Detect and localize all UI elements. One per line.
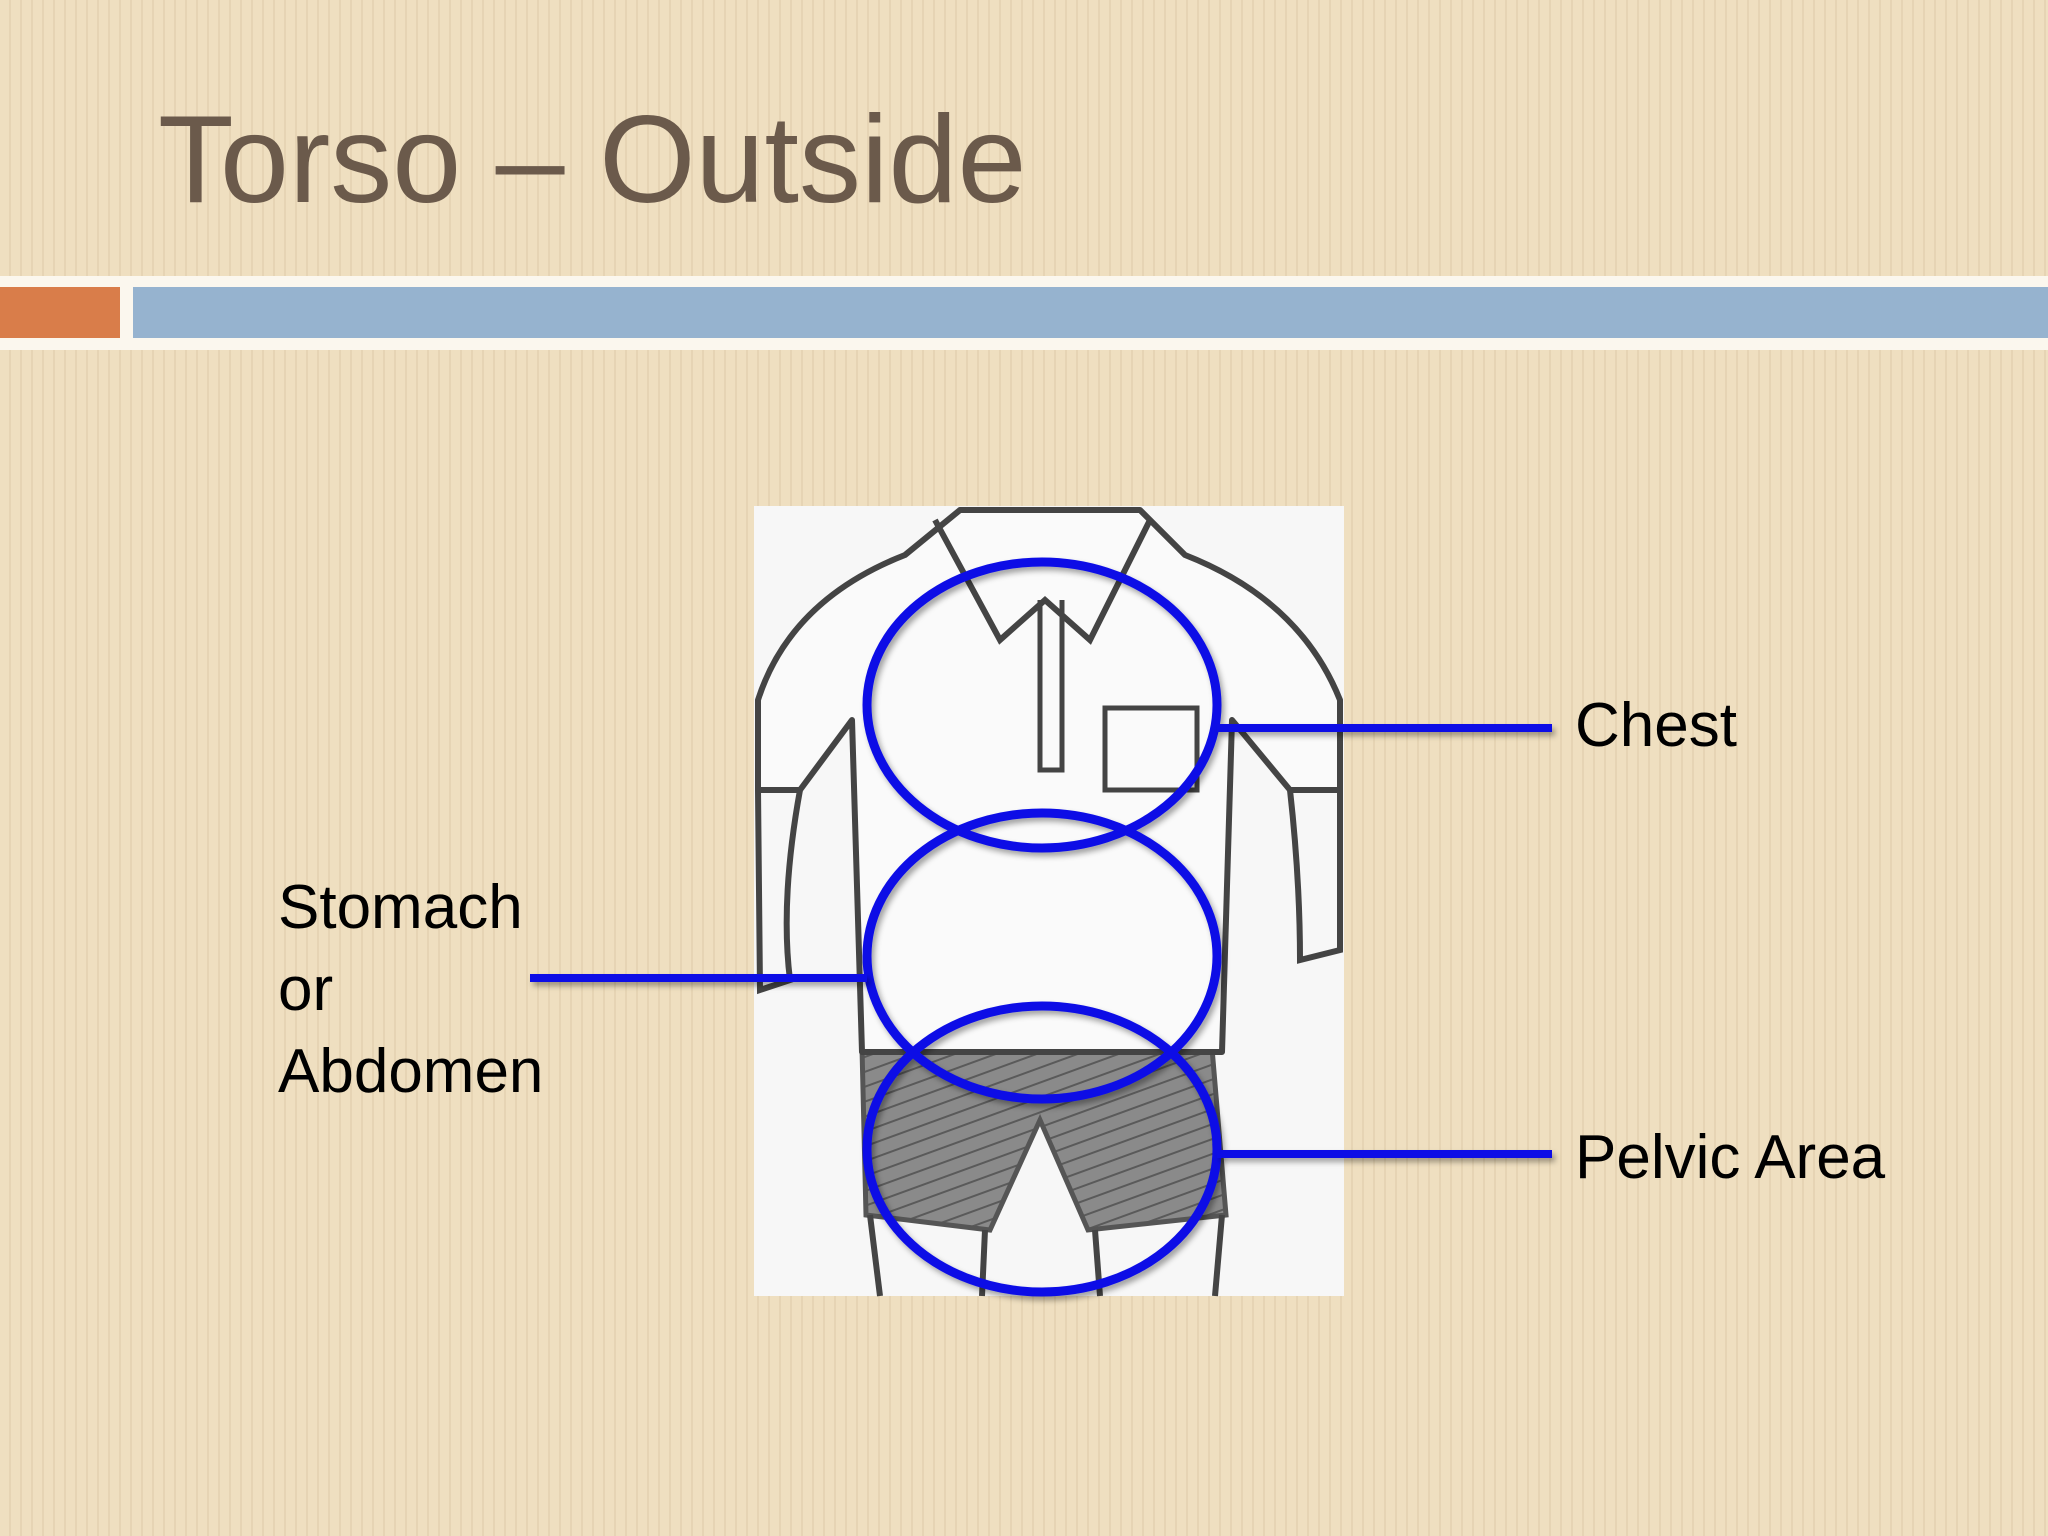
slide-title: Torso – Outside [158, 91, 1027, 229]
callout-ellipses [862, 557, 1222, 1297]
shirt-pocket [1102, 705, 1200, 793]
shirt [755, 507, 1343, 1055]
stomach-label-line-2: or [278, 955, 334, 1024]
pelvic-ellipse [862, 1001, 1222, 1297]
torso-illustration [754, 506, 1344, 1297]
shirt-placket [1037, 600, 1065, 773]
shirt-collar [932, 518, 1153, 645]
leader-lines [530, 724, 1552, 1158]
stomach-label-line-1: Stomach [278, 873, 523, 942]
chest-ellipse [862, 557, 1222, 853]
pelvic-area-label: Pelvic Area [1575, 1123, 1886, 1192]
stomach-label: Stomach or Abdomen [278, 867, 543, 1113]
accent-bar [0, 287, 120, 338]
stomach-label-line-3: Abdomen [278, 1037, 544, 1106]
stomach-ellipse [862, 808, 1222, 1104]
title-rule-bar [133, 287, 2048, 338]
chest-label: Chest [1575, 691, 1737, 760]
legs [867, 1214, 1225, 1297]
right-arm [1287, 789, 1343, 964]
